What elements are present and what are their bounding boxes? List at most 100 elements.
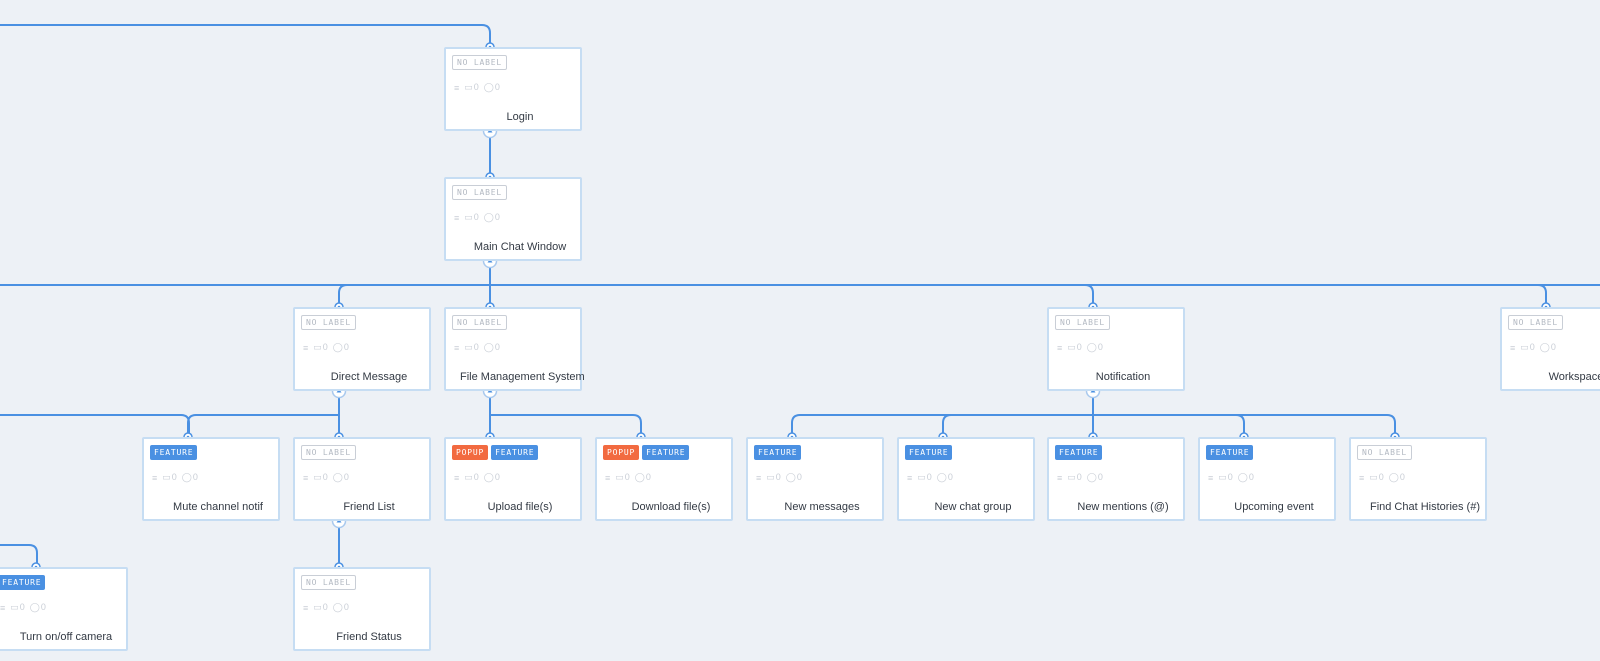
node-meta: ≡▭0◯0	[1359, 472, 1405, 483]
comment-icon: ▭0	[766, 472, 781, 482]
node-meta: ≡▭0◯0	[454, 472, 500, 483]
node-meta: ≡▭0◯0	[454, 342, 500, 353]
node-meta: ≡ ▭0 ◯0	[907, 472, 953, 483]
node-meta: ≡▭0◯0	[1057, 472, 1103, 483]
node-meta: ≡▭0◯0	[152, 472, 198, 483]
comment-count: 0	[1227, 472, 1233, 482]
node-title: Friend List	[343, 501, 395, 513]
node-tags: FEATURE	[0, 575, 46, 590]
node-title: New messages	[784, 501, 860, 513]
comment-count: 0	[171, 472, 177, 482]
attachment-icon: ◯0	[483, 82, 500, 92]
attachment-count: 0	[494, 342, 500, 352]
feature-tag[interactable]: FEATURE	[491, 445, 539, 460]
node-title: File Management System	[460, 371, 585, 383]
no-label-tag[interactable]: NO LABEL	[452, 185, 507, 200]
node-title: Turn on/off camera	[19, 631, 113, 643]
attachment-count: 0	[40, 602, 46, 612]
no-label-tag[interactable]: NO LABEL	[1357, 445, 1412, 460]
attachment-count: 0	[1097, 472, 1103, 482]
comment-count: 0	[473, 342, 479, 352]
comment-icon: ▭0	[464, 342, 479, 352]
comment-icon: ▭0	[313, 602, 328, 612]
connector-notification-to-new-chat-group	[942, 391, 1094, 437]
node-title: Mute channel notif	[173, 501, 263, 513]
feature-tag[interactable]: FEATURE	[0, 575, 46, 590]
feature-tag[interactable]: FEATURE	[1206, 445, 1254, 460]
feature-tag[interactable]: FEATURE	[905, 445, 953, 460]
attachment-icon: ◯0	[936, 472, 953, 482]
no-label-tag[interactable]: NO LABEL	[301, 445, 356, 460]
comment-count: 0	[473, 472, 479, 482]
feature-tag[interactable]: FEATURE	[754, 445, 802, 460]
attachment-count: 0	[645, 472, 651, 482]
comment-count: 0	[1529, 342, 1535, 352]
comment-count: 0	[473, 212, 479, 222]
popup-tag[interactable]: POPUP	[603, 445, 640, 460]
comment-count: 0	[322, 342, 328, 352]
node-tags: NO LABEL	[452, 315, 507, 330]
no-label-tag[interactable]: NO LABEL	[301, 575, 356, 590]
notes-icon: ≡	[907, 472, 913, 483]
connector-notification-to-find-chat-histories	[1092, 391, 1396, 437]
comment-icon: ▭0	[917, 472, 932, 482]
notes-icon: ≡	[454, 82, 460, 93]
no-label-tag[interactable]: NO LABEL	[452, 315, 507, 330]
notes-icon: ≡	[1359, 472, 1365, 483]
attachment-icon: ◯0	[1388, 472, 1405, 482]
notes-icon: ≡	[303, 472, 309, 483]
node-meta: ≡▭0◯0	[454, 82, 500, 93]
feature-tag[interactable]: FEATURE	[642, 445, 690, 460]
comment-icon: ▭0	[313, 342, 328, 352]
notes-icon: ≡	[1057, 342, 1063, 353]
attachment-count: 0	[1399, 472, 1405, 482]
comment-count: 0	[473, 82, 479, 92]
comment-icon: ▭0	[464, 472, 479, 482]
node-tags: NO LABEL	[301, 315, 356, 330]
feature-tag[interactable]: FEATURE	[1055, 445, 1103, 460]
no-label-tag[interactable]: NO LABEL	[1508, 315, 1563, 330]
attachment-count: 0	[494, 82, 500, 92]
attachment-icon: ◯0	[332, 472, 349, 482]
node-meta: ≡▭0◯0	[303, 472, 349, 483]
node-title: Upload file(s)	[487, 501, 553, 513]
attachment-icon: ◯0	[29, 602, 46, 612]
feature-tag[interactable]: FEATURE	[150, 445, 198, 460]
node-title: Upcoming event	[1234, 501, 1314, 513]
node-meta: ≡▭0◯0	[303, 602, 349, 613]
no-label-tag[interactable]: NO LABEL	[1055, 315, 1110, 330]
comment-count: 0	[19, 602, 25, 612]
attachment-icon: ◯0	[332, 342, 349, 352]
attachment-icon: ◯0	[1539, 342, 1556, 352]
node-title: Workspace	[1548, 371, 1600, 383]
no-label-tag[interactable]: NO LABEL	[301, 315, 356, 330]
node-tags: NO LABEL	[1508, 315, 1563, 330]
node-title: Main Chat Window	[473, 241, 567, 253]
notes-icon: ≡	[454, 472, 460, 483]
popup-tag[interactable]: POPUP	[452, 445, 489, 460]
no-label-tag[interactable]: NO LABEL	[452, 55, 507, 70]
node-tags: NO LABEL	[452, 55, 507, 70]
comment-icon: ▭0	[1218, 472, 1233, 482]
attachment-icon: ◯0	[634, 472, 651, 482]
